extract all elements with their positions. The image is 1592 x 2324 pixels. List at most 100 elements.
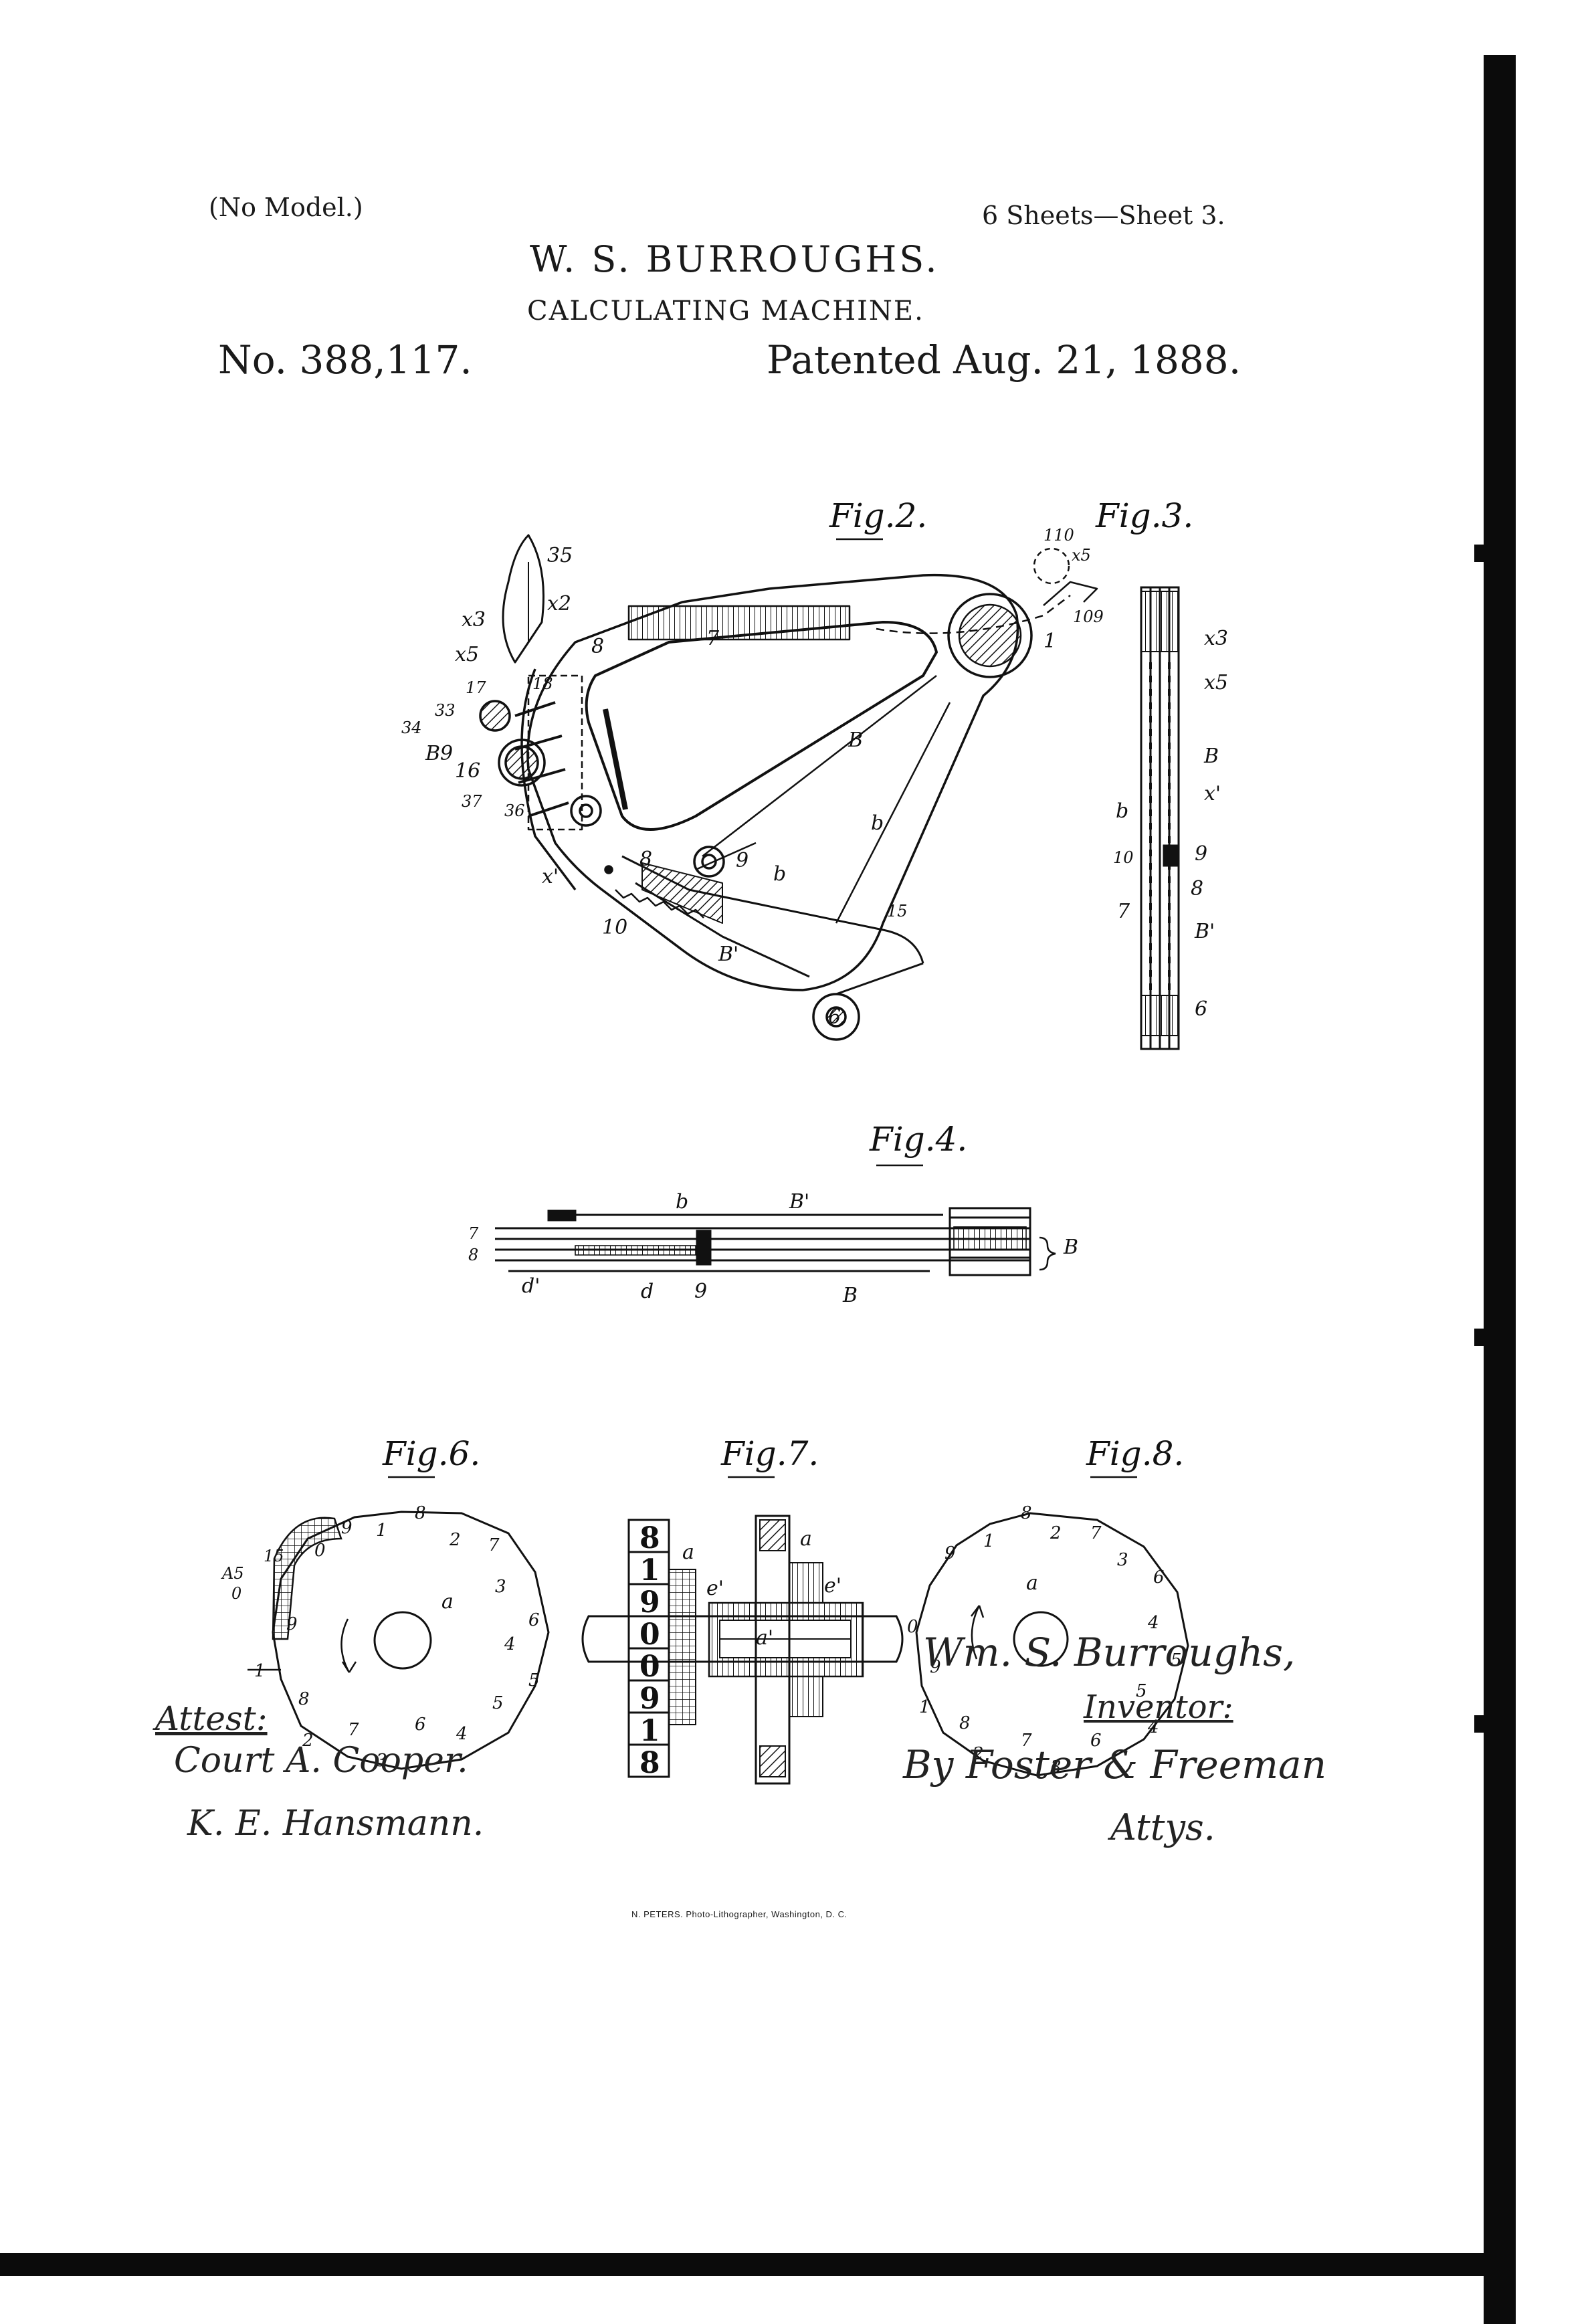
fig4-label: Fig.4. <box>869 1120 967 1159</box>
dial-number: 1 <box>376 1521 387 1541</box>
ref-label: 15 <box>887 902 908 921</box>
ref-label: 33 <box>435 701 456 720</box>
ref-label: 36 <box>504 801 525 820</box>
ref-label: x3 <box>462 608 486 632</box>
dial-number: 6 <box>415 1715 426 1735</box>
dial-number: 4 <box>504 1634 516 1654</box>
dial-number: 5 <box>528 1670 540 1690</box>
ref-label: x3 <box>1204 627 1228 650</box>
wheel-digit: 9 <box>639 1585 660 1620</box>
ref-label: B' <box>718 943 738 966</box>
dial-number: 8 <box>1021 1503 1032 1523</box>
patent-number: No. 388,117. <box>218 337 472 383</box>
patent-date: Patented Aug. 21, 1888. <box>767 337 1241 383</box>
dial-number: 9 <box>944 1543 956 1563</box>
dial-number: 9 <box>286 1614 298 1634</box>
figure-8: Fig.8. 8 7 2 1 9 3 6 4 5 5 4 6 3 7 2 8 1… <box>907 1434 1189 1777</box>
dial-number: 8 <box>415 1503 426 1523</box>
wheel-digit: 8 <box>639 1746 660 1780</box>
ref-label: A5 <box>221 1564 244 1583</box>
figure-7: Fig.7. 8 1 9 0 0 9 1 8 <box>581 1434 904 1785</box>
dial-number: 9 <box>341 1518 353 1538</box>
ref-label: x' <box>1204 782 1221 805</box>
ref-label: x5 <box>455 643 479 666</box>
ref-label: 17 <box>466 678 486 697</box>
dial-number: 2 <box>449 1530 461 1550</box>
fig7-label: Fig.7. <box>720 1434 819 1473</box>
attorney-signature: By Foster & Freeman <box>903 1742 1326 1787</box>
scan-edge-bottom <box>0 2253 1516 2276</box>
ref-label: a <box>800 1527 812 1551</box>
dial-number: 3 <box>376 1751 387 1771</box>
ref-label: 34 <box>401 718 422 737</box>
ref-label: B <box>842 1284 858 1307</box>
figure-6: Fig.6. 9 1 8 2 7 3 6 4 5 5 4 6 3 7 2 8 1… <box>221 1434 550 1771</box>
dial-number: 6 <box>1090 1731 1102 1751</box>
dial-number: 7 <box>1090 1523 1102 1543</box>
ref-label: d' <box>522 1274 540 1298</box>
ref-label: 7 <box>468 1224 479 1243</box>
ref-label: 8 <box>639 848 652 871</box>
dial-number: 9 <box>930 1657 941 1677</box>
ref-label: B' <box>789 1190 809 1214</box>
dial-number: 1 <box>254 1661 266 1681</box>
wheel-digit: 8 <box>639 1521 660 1555</box>
ref-label: 18 <box>532 674 553 693</box>
no-model-note: (No Model.) <box>209 193 363 222</box>
figure-3: Fig.3. x3 x5 B x' b 10 9 8 7 B' 6 <box>1095 496 1228 1050</box>
ref-label: x2 <box>547 592 571 615</box>
ref-label: 9 <box>736 849 749 872</box>
ref-label: 9 <box>694 1280 707 1303</box>
ref-label: 1 <box>1043 630 1056 653</box>
scan-edge-right <box>1484 55 1516 2324</box>
scan-edge-tick <box>1474 545 1486 562</box>
inventor-signature: Wm. S. Burroughs, <box>923 1630 1296 1675</box>
ref-label: a <box>1026 1571 1038 1595</box>
dial-number: 8 <box>959 1713 971 1733</box>
dial-number: 0 <box>314 1541 326 1561</box>
ref-label: 37 <box>462 792 482 811</box>
wheel-digit: 1 <box>639 1714 660 1748</box>
dial-number: 4 <box>1147 1613 1159 1633</box>
scan-edge-tick <box>1474 1329 1486 1346</box>
ref-label: 8 <box>468 1246 478 1264</box>
ref-label: x5 <box>1204 671 1228 694</box>
fig8-label: Fig.8. <box>1086 1434 1184 1473</box>
ref-label: 35 <box>547 544 573 567</box>
ref-label: x5 <box>1072 546 1091 565</box>
ref-label: 7 <box>1117 900 1130 923</box>
dial-number: 6 <box>528 1610 540 1630</box>
dial-number: 3 <box>1117 1550 1128 1570</box>
dial-number: 2 <box>302 1731 314 1751</box>
inventor-name: W. S. BURROUGHS. <box>530 238 940 280</box>
inventor-label: Inventor: <box>1084 1688 1233 1726</box>
wheel-digit: 1 <box>639 1553 660 1587</box>
dial-number: 8 <box>298 1689 310 1709</box>
ref-label: x' <box>542 865 559 888</box>
fig6-label: Fig.6. <box>382 1434 480 1473</box>
ref-label: B9 <box>425 742 453 765</box>
ref-label: a <box>682 1541 694 1564</box>
dial-number: 2 <box>972 1744 984 1764</box>
fig2-label: Fig.2. <box>829 496 927 535</box>
ref-label: 7 <box>706 627 720 650</box>
dial-number: 1 <box>919 1697 930 1717</box>
ref-label: a' <box>756 1626 773 1650</box>
ref-label: b <box>871 811 884 835</box>
ref-label: 10 <box>602 916 627 939</box>
dial-number: 5 <box>1171 1650 1182 1670</box>
witness-signature-2: K. E. Hansmann. <box>187 1804 484 1844</box>
ref-label: b <box>676 1190 688 1214</box>
ref-label: a <box>441 1590 454 1614</box>
ref-label: 10 <box>1113 848 1134 867</box>
wheel-digit: 9 <box>639 1682 660 1716</box>
ref-label: 16 <box>455 759 480 783</box>
invention-title: CALCULATING MACHINE. <box>527 296 924 326</box>
wheel-digit: 0 <box>639 1618 660 1652</box>
dial-number: 1 <box>983 1531 995 1551</box>
witness-signature-1: Court A. Cooper. <box>174 1741 468 1781</box>
ref-label: e' <box>706 1577 724 1600</box>
dial-number: 3 <box>1050 1757 1062 1777</box>
